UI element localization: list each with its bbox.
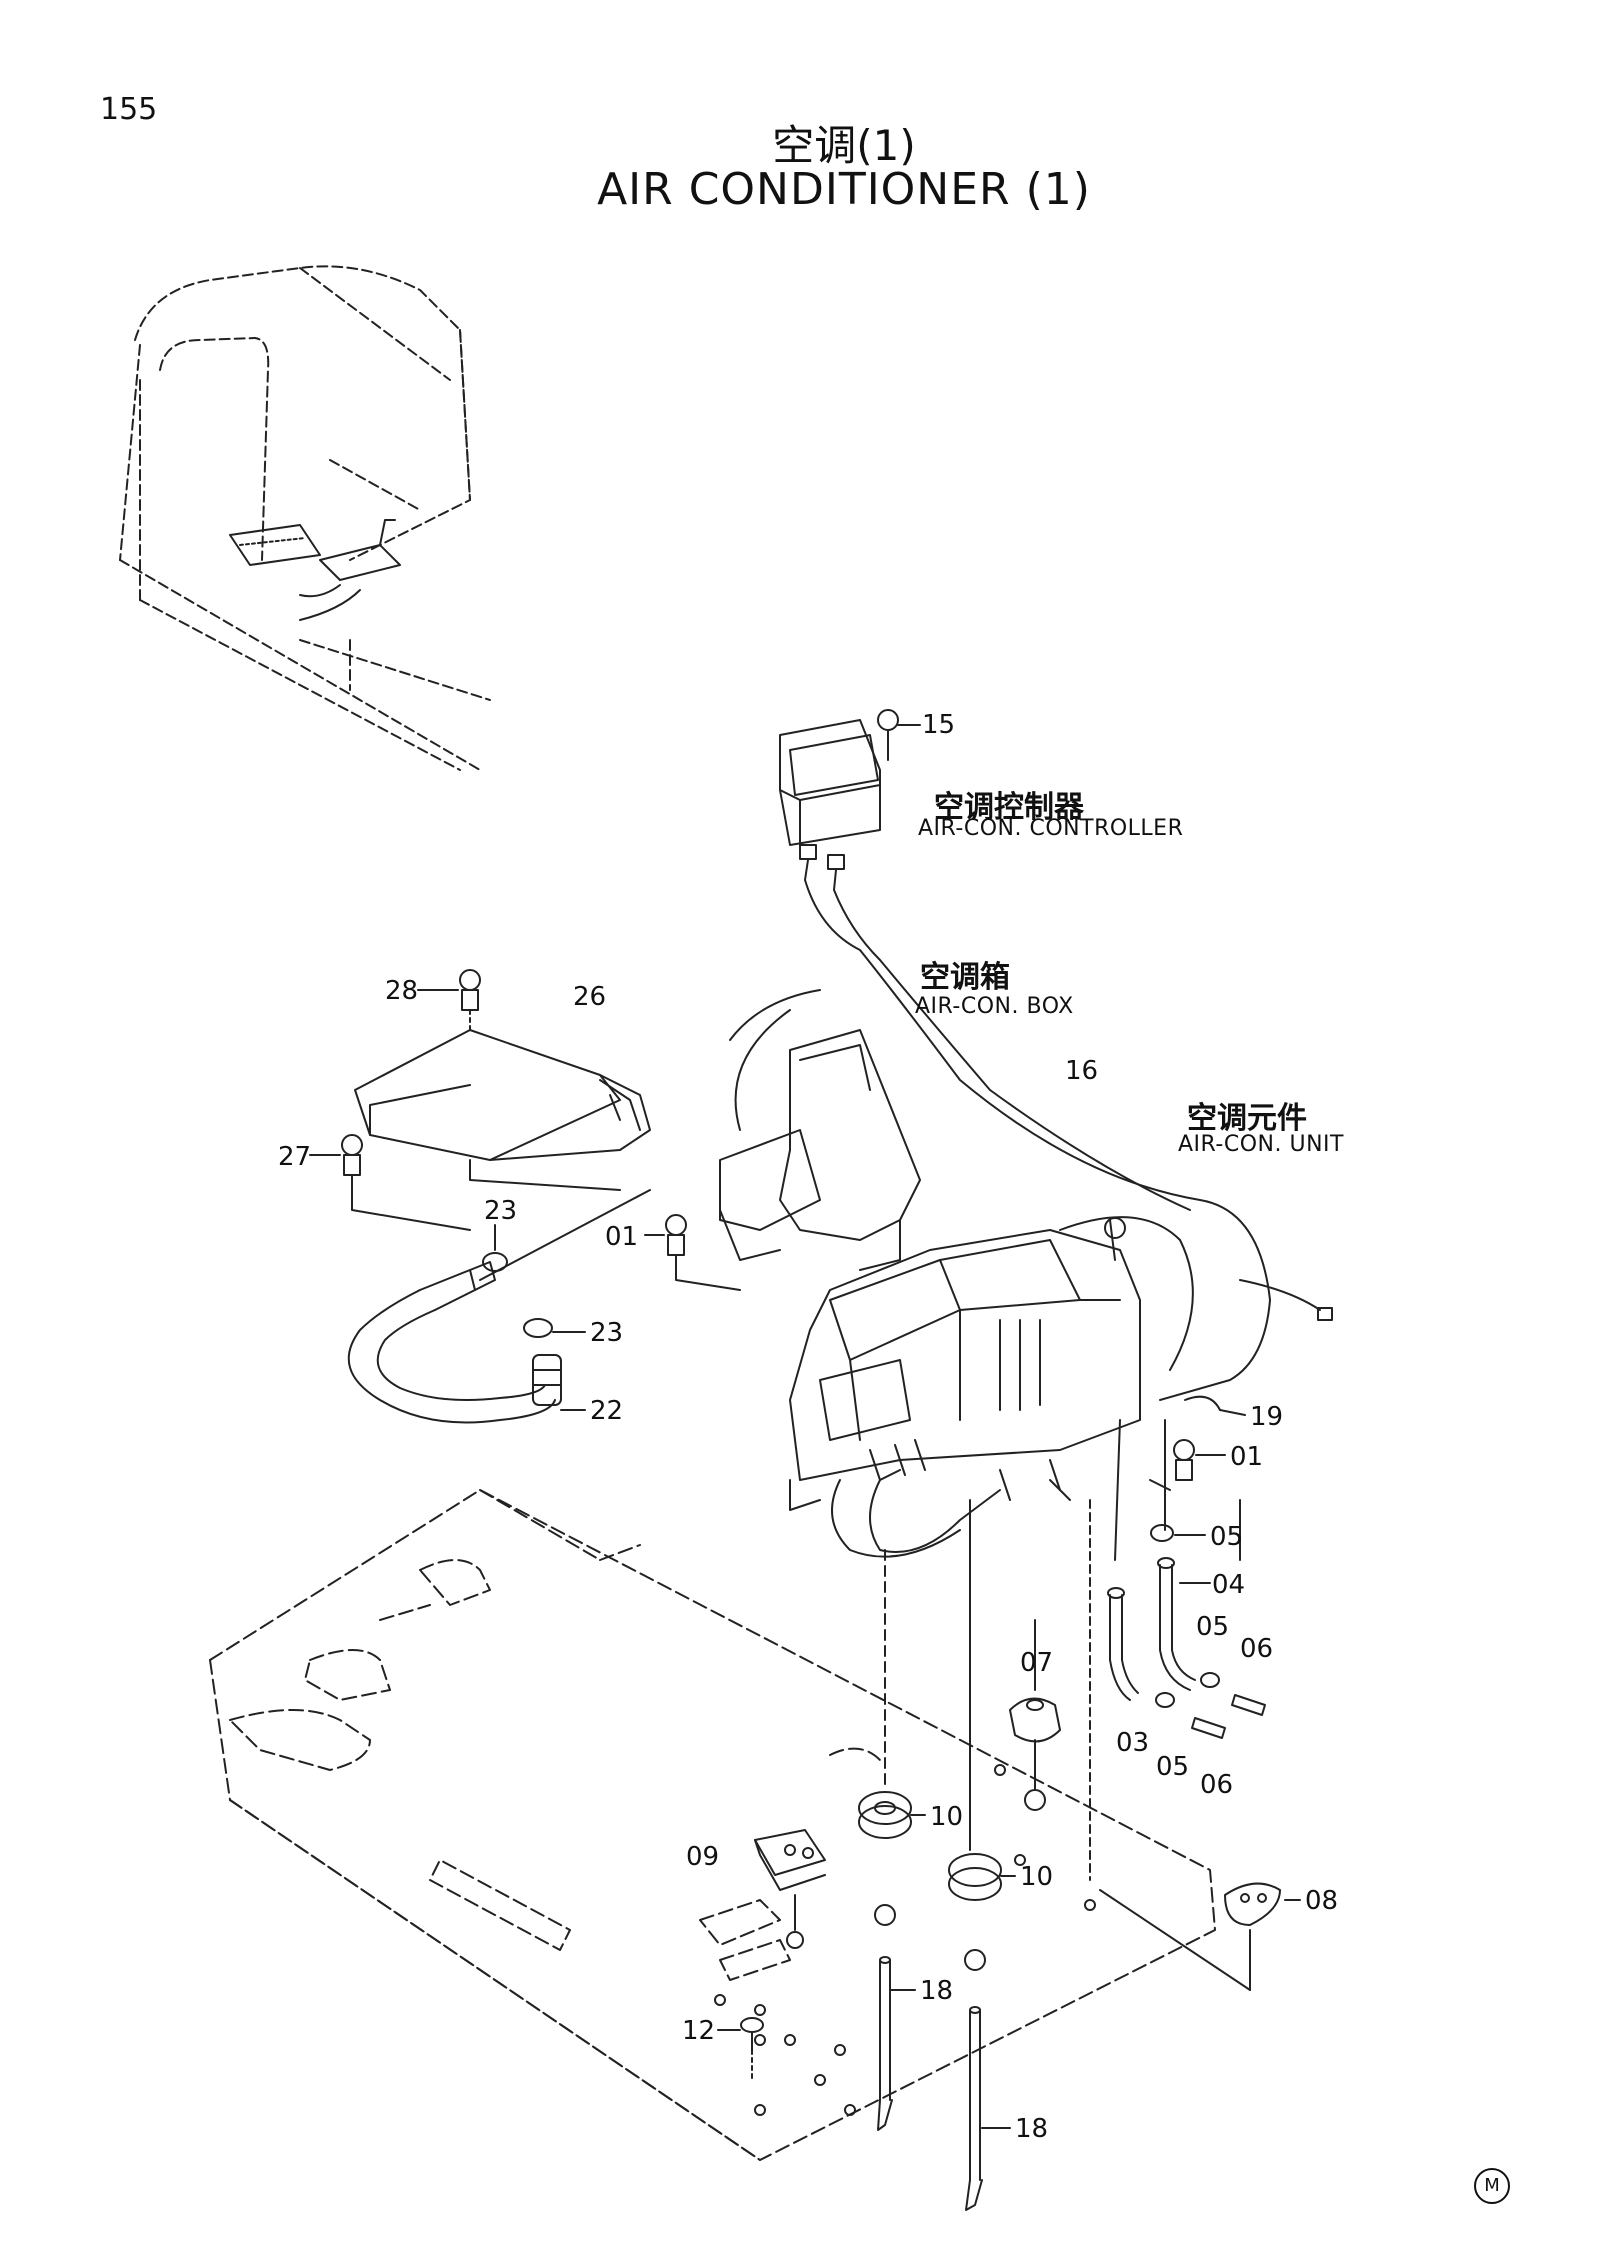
- bolt-01a: [644, 1214, 741, 1291]
- bolt-28: [417, 969, 481, 1031]
- part-number-01-right: 01: [1230, 1442, 1264, 1472]
- hose-04: [1157, 1557, 1211, 1691]
- elbow-06a: [1231, 1694, 1266, 1716]
- page-title-english: AIR CONDITIONER (1): [597, 164, 1091, 215]
- part-number-22: 22: [590, 1396, 624, 1426]
- part-number-12: 12: [682, 2016, 716, 2046]
- controller-label-english: AIR-CON. CONTROLLER: [918, 816, 1184, 841]
- cab-illustration: [119, 265, 491, 771]
- part-number-05-middle: 05: [1196, 1612, 1230, 1642]
- controller-harness: [799, 844, 1271, 1401]
- grommet-09: [754, 1829, 826, 1931]
- part-number-27: 27: [278, 1142, 312, 1172]
- clamp-05c: [1155, 1692, 1175, 1708]
- joint-22: [532, 1354, 586, 1411]
- part-number-28: 28: [385, 976, 419, 1006]
- box-label-english: AIR-CON. BOX: [915, 994, 1074, 1019]
- part-number-08: 08: [1305, 1886, 1339, 1916]
- part-number-26: 26: [573, 982, 607, 1012]
- leader-lines: [1049, 1479, 1251, 1991]
- page-title-chinese: 空调(1): [772, 121, 916, 170]
- floor-plate: [209, 1489, 1216, 2161]
- screw-12: [717, 2017, 764, 2081]
- grommet-10b: [948, 1499, 1016, 1901]
- part-number-04: 04: [1212, 1570, 1246, 1600]
- hose-03: [1107, 1587, 1139, 1701]
- aircon-box: [719, 989, 921, 1271]
- part-number-03: 03: [1116, 1728, 1150, 1758]
- unit-label-chinese: 空调元件: [1187, 1101, 1307, 1136]
- clamp-19: [1184, 1395, 1246, 1416]
- part-number-23-upper: 23: [484, 1196, 518, 1226]
- clamp-05b: [1200, 1672, 1220, 1688]
- unit-hose-lead: [1114, 1419, 1166, 1561]
- part-number-07: 07: [1020, 1648, 1054, 1678]
- unit-label-english: AIR-CON. UNIT: [1178, 1132, 1344, 1157]
- controller-body: [779, 719, 881, 846]
- part-number-06-upper: 06: [1240, 1634, 1274, 1664]
- clamp-23b: [523, 1318, 586, 1338]
- part-number-05-upper: 05: [1210, 1522, 1244, 1552]
- screw-15: [877, 709, 921, 761]
- part-number-23-lower: 23: [590, 1318, 624, 1348]
- elbow-06b: [1191, 1717, 1226, 1739]
- part-number-05-lower: 05: [1156, 1752, 1190, 1782]
- part-number-15: 15: [922, 710, 956, 740]
- floor-holes: [714, 1764, 1096, 2116]
- drain-hose: [347, 1261, 556, 1424]
- clamp-23a: [479, 1189, 651, 1281]
- duct-26: [354, 1029, 651, 1191]
- page-number: 155: [100, 92, 158, 127]
- cab-interior-unit: [229, 519, 401, 621]
- clamp-05a: [1150, 1524, 1206, 1542]
- part-number-19: 19: [1250, 1402, 1284, 1432]
- bolt-27: [309, 1134, 471, 1231]
- part-number-10-upper: 10: [930, 1802, 964, 1832]
- controller-label-chinese: 空调控制器: [934, 790, 1084, 825]
- part-number-06-lower: 06: [1200, 1770, 1234, 1800]
- rod-18b: [965, 2006, 1011, 2211]
- part-number-10-lower: 10: [1020, 1862, 1054, 1892]
- grommet-08: [1224, 1882, 1301, 1991]
- part-number-01-left: 01: [605, 1222, 639, 1252]
- aircon-unit: [789, 1216, 1333, 1558]
- part-number-18-lower: 18: [1015, 2114, 1049, 2144]
- manufacturer-mark: M: [1474, 2168, 1510, 2204]
- box-label-chinese: 空调箱: [920, 960, 1010, 995]
- part-number-09: 09: [686, 1842, 720, 1872]
- part-number-16: 16: [1065, 1056, 1099, 1086]
- bolt-01b: [1149, 1439, 1226, 1491]
- part-number-18-upper: 18: [920, 1976, 954, 2006]
- grommet-07: [1009, 1619, 1061, 1791]
- rod-18a: [877, 1956, 916, 2131]
- grommet-10a: [858, 1549, 926, 1839]
